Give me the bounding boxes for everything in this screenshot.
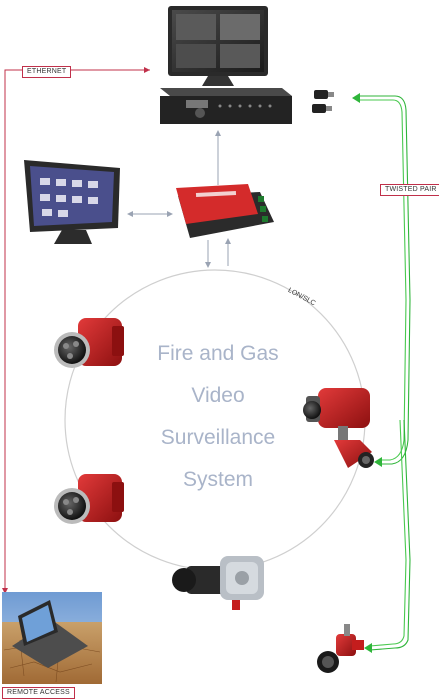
video-baluns xyxy=(312,90,334,113)
flame-detector-bottom-left xyxy=(54,474,124,524)
title-line-2: Video xyxy=(191,384,245,407)
dvr-recorder xyxy=(160,88,292,124)
connection-arrows xyxy=(127,130,231,268)
twisted-pair-cable xyxy=(358,95,411,651)
remote-arrow-head xyxy=(2,588,8,594)
video-monitor xyxy=(168,6,268,86)
system-controller xyxy=(176,184,274,238)
remote-camera-detector xyxy=(317,624,364,673)
twisted-pair-label: TWISTED PAIR xyxy=(380,184,439,196)
remote-access-label: REMOTE ACCESS xyxy=(2,687,75,699)
title-line-1: Fire and Gas xyxy=(157,342,279,365)
gas-detector xyxy=(172,556,264,610)
flame-detector-top-left xyxy=(54,318,124,368)
twisted-pair-arrows xyxy=(352,93,382,653)
remote-access-photo xyxy=(2,592,102,684)
title-line-3: Surveillance xyxy=(160,426,276,449)
ethernet-label: ETHERNET xyxy=(22,66,72,78)
ethernet-arrow-head xyxy=(144,67,150,73)
operator-monitor xyxy=(24,160,120,244)
flame-detector-camera-right xyxy=(303,388,374,468)
ethernet-line xyxy=(4,69,150,592)
title-line-4: System xyxy=(182,468,253,491)
